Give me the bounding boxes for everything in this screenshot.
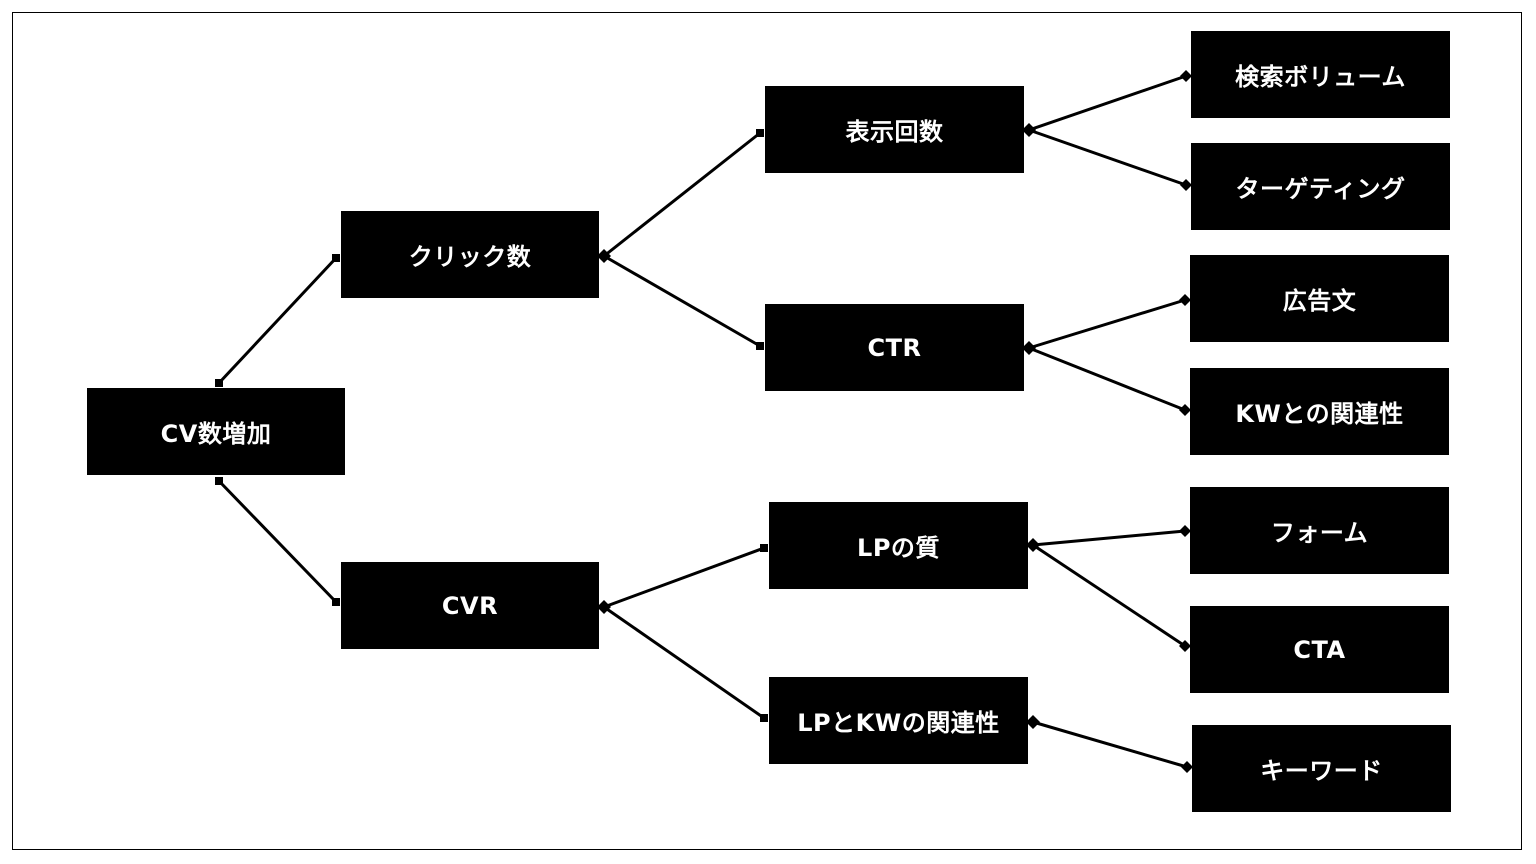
node-label: 表示回数 <box>845 118 944 146</box>
node-ad-copy: 広告文 <box>1190 255 1449 342</box>
node-form: フォーム <box>1190 487 1449 574</box>
joint <box>1022 341 1036 355</box>
joint <box>1026 538 1040 552</box>
diagram-frame <box>12 12 1522 850</box>
joint <box>1179 404 1191 416</box>
edge-impressions-targeting <box>1028 128 1187 187</box>
joint <box>597 600 611 614</box>
node-label: 検索ボリューム <box>1235 63 1406 91</box>
node-label: CTA <box>1293 635 1346 664</box>
edge-ctr-adcopy <box>1028 298 1186 350</box>
node-ctr: CTR <box>765 304 1024 391</box>
edge-clicks-impressions <box>603 131 761 258</box>
node-label: フォーム <box>1270 519 1369 547</box>
joint <box>1180 70 1192 82</box>
node-label: クリック数 <box>408 243 532 271</box>
joint <box>1179 294 1191 306</box>
node-lp-kw-relevance: LPとKWの関連性 <box>769 677 1028 764</box>
joint <box>597 249 611 263</box>
joint <box>1181 761 1193 773</box>
edge-lpkw-keyword <box>1032 720 1188 769</box>
joint <box>332 254 340 262</box>
node-label: LPとKWの関連性 <box>797 709 1000 737</box>
node-label: LPの質 <box>857 534 940 562</box>
edge-root-cvr <box>217 479 338 604</box>
node-lp-quality: LPの質 <box>769 502 1028 589</box>
node-keyword: キーワード <box>1192 725 1451 812</box>
node-label: ターゲティング <box>1235 175 1406 203</box>
edge-cvr-lpkw <box>603 605 765 720</box>
joint <box>215 477 223 485</box>
node-label: CVR <box>441 591 499 620</box>
edge-root-clicks <box>217 256 338 385</box>
node-cv-increase: CV数増加 <box>87 388 345 475</box>
joint <box>760 544 768 552</box>
node-label: CTR <box>867 333 922 362</box>
node-impressions: 表示回数 <box>765 86 1024 173</box>
node-label: 広告文 <box>1282 287 1357 315</box>
joint <box>1179 640 1191 652</box>
node-label: CV数増加 <box>160 420 272 448</box>
edge-lpquality-cta <box>1032 543 1186 648</box>
node-search-volume: 検索ボリューム <box>1191 31 1450 118</box>
joint <box>756 129 764 137</box>
joint <box>332 598 340 606</box>
node-cta: CTA <box>1190 606 1449 693</box>
edge-cvr-lpquality <box>603 546 765 609</box>
node-label: キーワード <box>1260 757 1383 785</box>
joint <box>760 714 768 722</box>
connector-lines <box>217 74 1188 769</box>
edge-clicks-ctr <box>603 254 761 348</box>
joint <box>756 342 764 350</box>
node-targeting: ターゲティング <box>1191 143 1450 230</box>
edge-lpquality-form <box>1032 529 1186 547</box>
joint <box>215 379 223 387</box>
joint <box>1022 123 1036 137</box>
node-kw-relevance: KWとの関連性 <box>1190 368 1449 455</box>
node-clicks: クリック数 <box>341 211 599 298</box>
edge-impressions-volume <box>1028 74 1187 132</box>
node-label: KWとの関連性 <box>1235 400 1404 428</box>
node-cvr: CVR <box>341 562 599 649</box>
joint <box>1026 715 1040 729</box>
joint <box>1179 525 1191 537</box>
joint <box>1180 179 1192 191</box>
connector-joints <box>215 70 1193 773</box>
edge-ctr-kwrelevance <box>1028 346 1186 412</box>
